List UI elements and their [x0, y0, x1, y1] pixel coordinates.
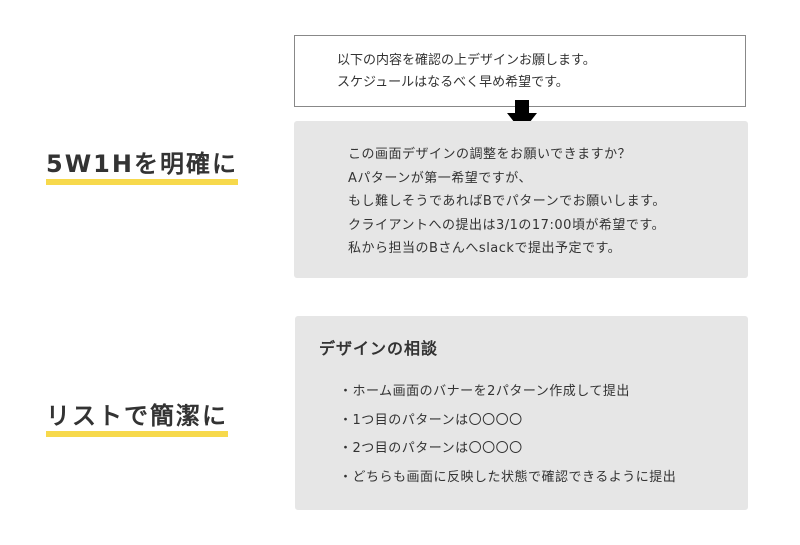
list-item: ・2つ目のパターンは〇〇〇〇: [339, 441, 523, 456]
clear-line: クライアントへの提出は3/1の17:00頃が希望です。: [348, 217, 666, 233]
request-line: スケジュールはなるべく早め希望です。: [337, 75, 569, 90]
request-line: 以下の内容を確認の上デザインお願します。: [337, 53, 596, 68]
clear-line: Aパターンが第一希望ですが、: [348, 170, 532, 186]
heading-list-text: リストで簡潔に: [46, 402, 228, 430]
heading-list-underline: [46, 431, 228, 437]
heading-5w1h: 5W1Hを明確に: [46, 144, 238, 185]
heading-list: リストで簡潔に: [46, 396, 228, 437]
list-item: ・どちらも画面に反映した状態で確認できるように提出: [339, 469, 677, 485]
box-5w1h: この画面デザインの調整をお願いできますか？ Aパターンが第一希望ですが、 もし難…: [294, 121, 748, 278]
clear-line: もし難しそうであればBでパターンでお願いします。: [348, 194, 666, 209]
arrow-shaft: [515, 100, 529, 114]
clear-line: 私から担当のBさんへslackで提出予定です。: [348, 241, 622, 256]
heading-5w1h-text: 5W1Hを明確に: [46, 150, 238, 178]
request-box: 以下の内容を確認の上デザインお願します。 スケジュールはなるべく早め希望です。: [294, 35, 746, 107]
box-list: デザインの相談 ・ホーム画面のバナーを2パターン作成して提出 ・1つ目のパターン…: [295, 316, 748, 510]
list-item: ・1つ目のパターンは〇〇〇〇: [339, 412, 523, 428]
list-title: デザインの相談: [319, 339, 439, 358]
list-item: ・ホーム画面のバナーを2パターン作成して提出: [339, 384, 630, 399]
heading-5w1h-underline: [46, 179, 238, 185]
clear-line: この画面デザインの調整をお願いできますか？: [348, 147, 632, 162]
bullet-list: ・ホーム画面のバナーを2パターン作成して提出 ・1つ目のパターンは〇〇〇〇 ・2…: [339, 378, 676, 492]
